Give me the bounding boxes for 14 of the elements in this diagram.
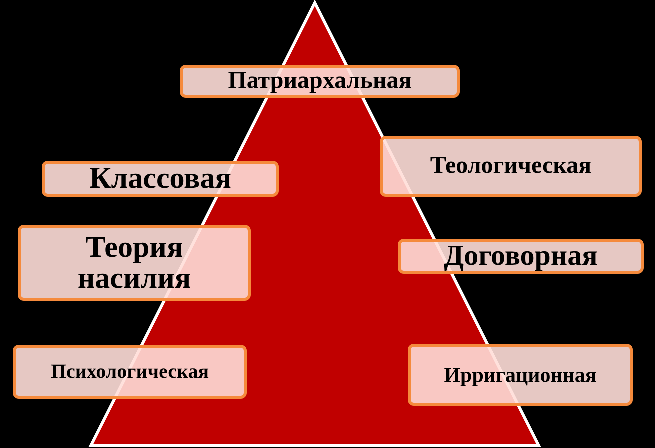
label-text: Теологическая [430, 154, 592, 180]
label-box [380, 136, 642, 197]
label-box [13, 345, 247, 399]
label-box [180, 65, 460, 98]
label-box [408, 344, 633, 406]
label-text: Теория насилия [76, 232, 192, 294]
label-text: Классовая [90, 163, 232, 195]
label-box [18, 225, 251, 301]
label-text: Договорная [444, 241, 598, 272]
label-text: Психологическая [50, 362, 210, 382]
label-text: Патриархальная [228, 68, 412, 94]
label-box [42, 161, 279, 197]
label-text: Ирригационная [444, 364, 597, 386]
label-box [398, 239, 644, 274]
